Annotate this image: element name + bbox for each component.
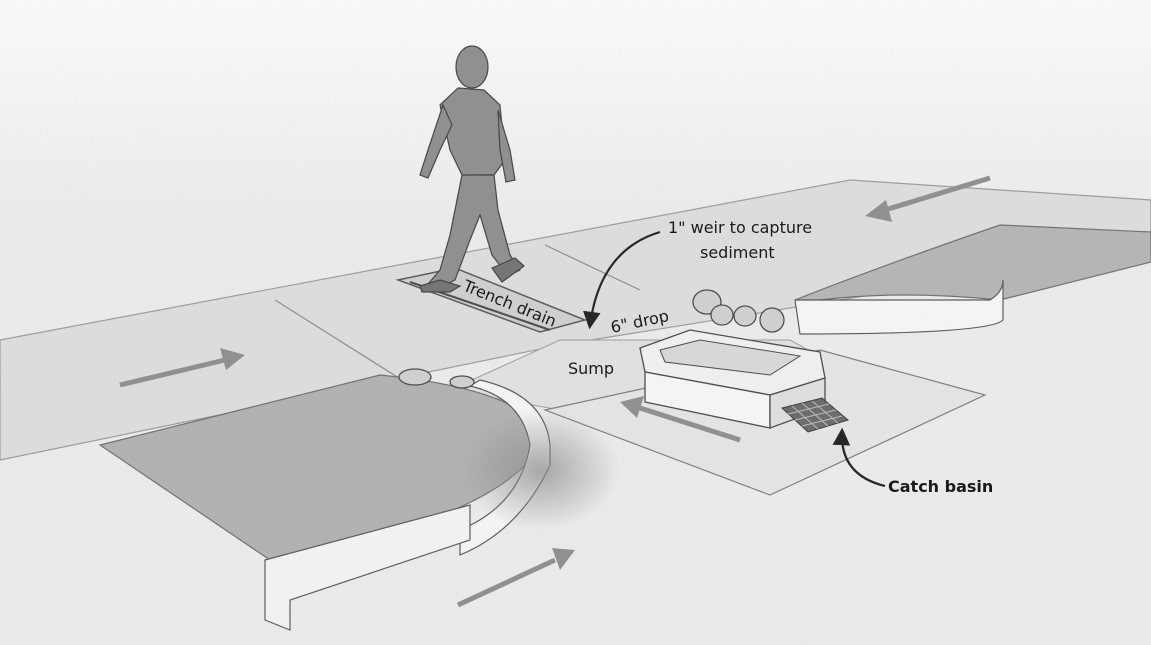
catch-basin-label: Catch basin xyxy=(888,477,993,496)
sump-label: Sump xyxy=(568,359,614,378)
weir-label-line2: sediment xyxy=(700,243,775,262)
weir-label-line1: 1" weir to capture xyxy=(668,218,812,237)
